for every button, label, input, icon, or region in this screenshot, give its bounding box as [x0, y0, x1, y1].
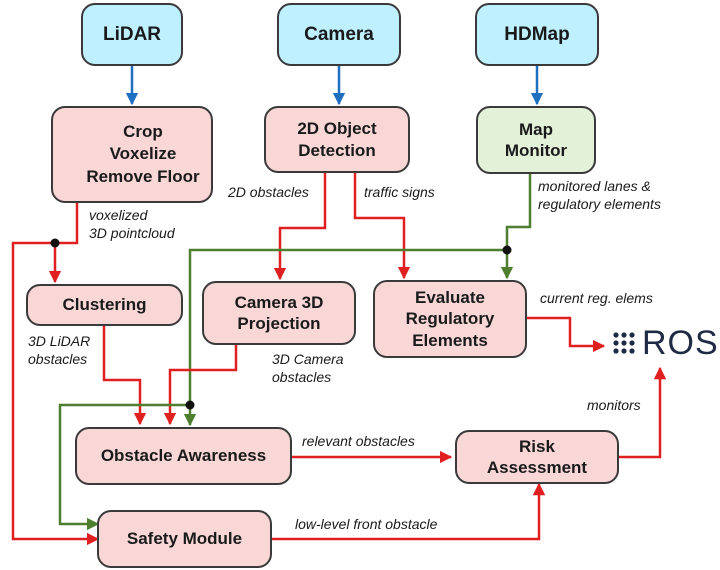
arrow-clustering-to-awareness — [102, 326, 147, 426]
label-monitored-lanes: monitored lanes & regulatory elements — [538, 178, 661, 213]
map-monitor-node: Map Monitor — [476, 106, 596, 174]
label-monitors: monitors — [587, 397, 641, 413]
ros-text: ROS — [642, 324, 719, 362]
object-detection-node: 2D Object Detection — [264, 106, 410, 173]
camera-3d-projection-node: Camera 3D Projection — [202, 281, 356, 345]
label-3d-camera-obstacles: 3D Camera obstacles — [272, 351, 344, 386]
lidar-node: LiDAR — [81, 3, 183, 66]
label-3d-lidar-obstacles: 3D LiDAR obstacles — [28, 333, 91, 368]
arrow-detection-to-evaluate — [353, 173, 411, 280]
label-low-level-front-obstacle: low-level front obstacle — [295, 516, 438, 532]
label-traffic-signs: traffic signs — [364, 184, 435, 200]
arrow-evaluate-to-ros — [527, 316, 606, 353]
arrow-junction-to-safety — [58, 403, 190, 531]
label-current-reg-elems: current reg. elems — [540, 290, 653, 306]
arrow-crop-to-clustering — [48, 202, 79, 284]
ros-logo: ROS — [612, 326, 719, 360]
arrow-risk-to-ros — [619, 366, 667, 459]
junction-dot-awareness — [185, 400, 195, 410]
junction-dot-crop — [50, 238, 60, 248]
crop-voxelize-node: Crop Voxelize Remove Floor — [51, 106, 213, 203]
risk-assessment-node: Risk Assessment — [455, 430, 619, 484]
junction-dot-monitor — [502, 245, 512, 255]
hdmap-node: HDMap — [475, 3, 599, 66]
label-relevant-obstacles: relevant obstacles — [302, 433, 415, 449]
ros-dot-grid-icon — [613, 332, 635, 354]
obstacle-awareness-node: Obstacle Awareness — [75, 427, 292, 485]
label-2d-obstacles: 2D obstacles — [228, 184, 309, 200]
arrow-safety-to-risk — [272, 482, 546, 541]
arrow-monitor-to-evaluate — [500, 174, 532, 280]
safety-module-node: Safety Module — [97, 510, 272, 568]
clustering-node: Clustering — [26, 284, 183, 326]
arrow-projection-to-awareness — [163, 345, 238, 426]
arrow-monitor-to-awareness — [183, 248, 507, 427]
camera-node: Camera — [277, 3, 401, 66]
arrow-crop-to-safety — [11, 241, 100, 546]
label-voxelized: voxelized 3D pointcloud — [89, 207, 175, 242]
evaluate-regulatory-node: Evaluate Regulatory Elements — [373, 280, 527, 358]
arrow-detection-to-projection — [273, 173, 327, 281]
